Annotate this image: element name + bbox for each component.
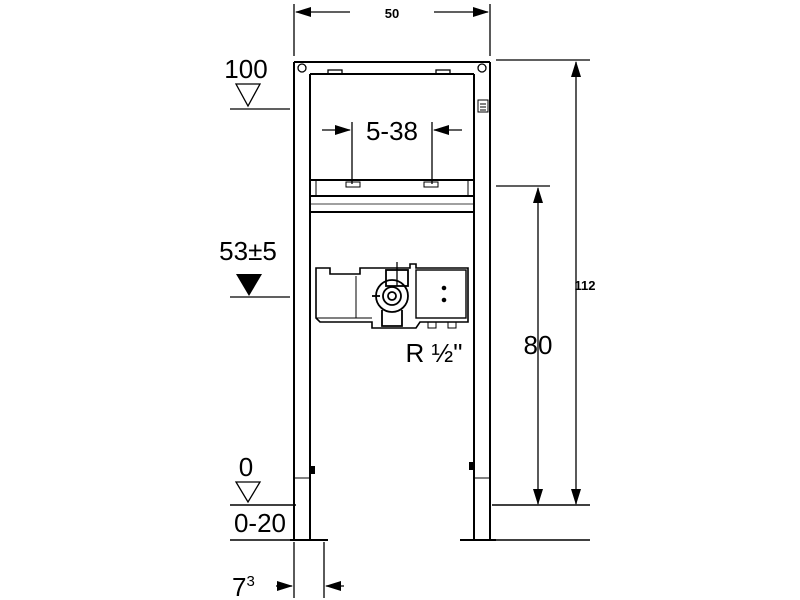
level-sticker-icon	[477, 99, 489, 113]
floor-lines	[230, 504, 590, 541]
mounting-plate	[315, 263, 469, 329]
triangle-down-outline-icon	[234, 481, 262, 504]
adjustable-crossbar	[310, 179, 474, 213]
level-zero-label: 0	[239, 452, 253, 482]
triangle-down-filled-icon	[230, 274, 290, 298]
connection-height-label: 53±5	[219, 236, 277, 266]
dimension-adjust-range	[322, 122, 462, 184]
adjust-range-label: 5-38	[366, 116, 418, 146]
foot-width-sup: 3	[246, 573, 254, 590]
dimension-width-top	[293, 4, 491, 56]
height-total-label: 112	[575, 278, 596, 293]
dimension-height-total	[496, 59, 590, 505]
thread-label: R ½"	[406, 338, 463, 368]
mounting-frame	[290, 61, 496, 541]
foot-width-base: 7	[232, 572, 246, 600]
dimension-width-label: 50	[385, 6, 399, 21]
screw-icon	[297, 63, 487, 75]
dimension-height-rail	[496, 185, 550, 505]
foot-width-label: 73	[232, 572, 255, 600]
level-top-label: 100	[224, 54, 267, 84]
floor-range-label: 0-20	[234, 508, 286, 538]
dimension-foot-width	[276, 542, 344, 598]
triangle-down-outline-icon	[230, 83, 290, 110]
valve-connection	[372, 262, 409, 327]
height-rail-label: 80	[524, 330, 553, 360]
post-clips	[310, 462, 474, 474]
